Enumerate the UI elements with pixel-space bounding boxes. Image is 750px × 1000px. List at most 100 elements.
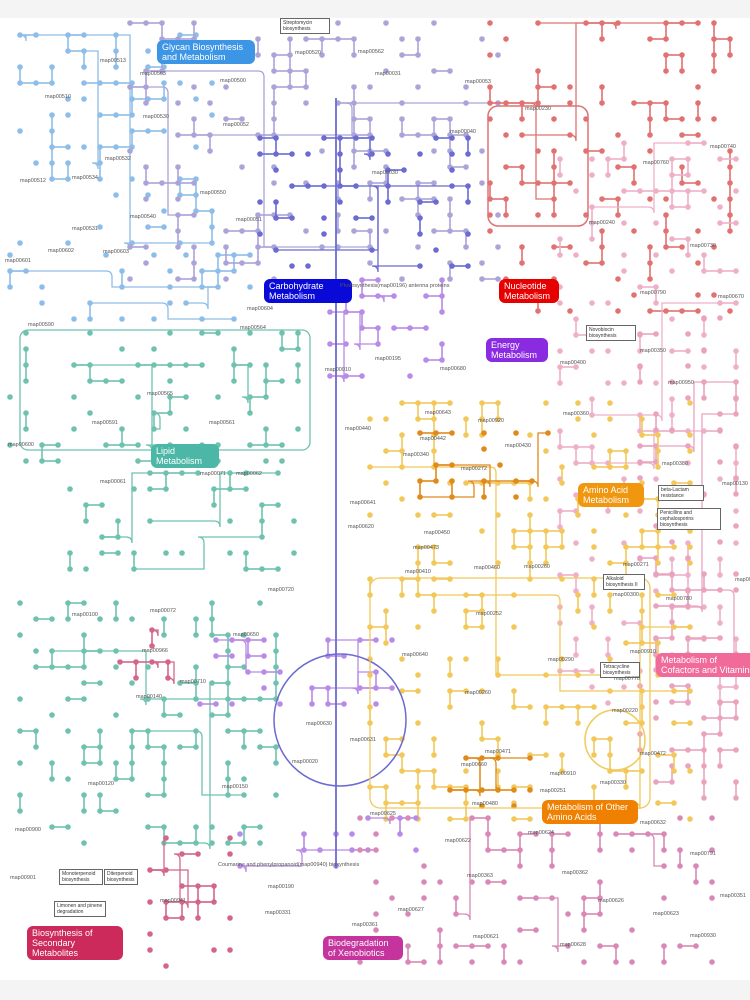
pathway-node [349, 831, 355, 837]
pathway-node [453, 943, 459, 949]
pathway-node [17, 792, 23, 798]
pathway-node [685, 699, 691, 705]
pathway-node [161, 744, 167, 750]
category-label: Metabolism of Cofactors and Vitamins [656, 653, 750, 677]
map-id-label: map00430 [505, 443, 531, 449]
pathway-node [261, 669, 267, 675]
pathway-node [679, 52, 685, 58]
pathway-edge [466, 757, 482, 791]
pathway-node [687, 432, 693, 438]
pathway-node [391, 293, 397, 299]
pathway-node [257, 151, 263, 157]
pathway-node [321, 231, 327, 237]
pathway-node [213, 637, 219, 643]
pathway-node [161, 224, 167, 230]
pathway-node [495, 244, 501, 250]
pathway-node [565, 831, 571, 837]
pathway-node [415, 624, 421, 630]
pathway-node [567, 244, 573, 250]
map-id-label: map00140 [136, 694, 162, 700]
pathway-node [119, 284, 125, 290]
pathway-node [263, 378, 269, 384]
pathway-node [733, 684, 739, 690]
map-id-label: map00471 [485, 749, 511, 755]
pathway-node [421, 959, 427, 965]
pathway-node [143, 180, 149, 186]
pathway-node [213, 653, 219, 659]
pathway-node [495, 656, 501, 662]
pathway-edge [632, 833, 664, 867]
pathway-node [581, 959, 587, 965]
pathway-node [639, 608, 645, 614]
pathway-node [479, 36, 485, 42]
pathway-node [663, 228, 669, 234]
pathway-node [273, 247, 279, 253]
pathway-node [583, 20, 589, 26]
pathway-node [487, 100, 493, 106]
pathway-node [81, 600, 87, 606]
pathway-node [337, 151, 343, 157]
pathway-node [247, 330, 253, 336]
pathway-node [289, 263, 295, 269]
pathway-node [437, 959, 443, 965]
pathway-node [623, 512, 629, 518]
pathway-node [113, 112, 119, 118]
pathway-node [49, 664, 55, 670]
pathway-node [335, 20, 341, 26]
pathway-node [557, 156, 563, 162]
pathway-node [367, 464, 373, 470]
pathway-node [55, 458, 61, 464]
pathway-node [479, 592, 485, 598]
pathway-node [685, 443, 691, 449]
pathway-node [327, 373, 333, 379]
pathway-node [727, 180, 733, 186]
pathway-node [709, 879, 715, 885]
pathway-node [175, 196, 181, 202]
pathway-node [463, 755, 469, 761]
pathway-node [463, 432, 469, 438]
pathway-node [399, 276, 405, 282]
pathway-node [447, 68, 453, 74]
pathway-node [717, 556, 723, 562]
pathway-node [597, 943, 603, 949]
pathway-node [495, 755, 501, 761]
pathway-node [701, 364, 707, 370]
pathway-node [271, 84, 277, 90]
pathway-node [695, 116, 701, 122]
pathway-node [573, 572, 579, 578]
map-id-label: map00591 [92, 420, 118, 426]
pathway-node [503, 212, 509, 218]
map-id-label: map00363 [467, 873, 493, 879]
pathway-node [615, 164, 621, 170]
pathway-node [149, 627, 155, 633]
pathway-node [685, 635, 691, 641]
pathway-node [113, 664, 119, 670]
pathway-node [257, 231, 263, 237]
category-label: Biodegradation of Xenobiotics [323, 936, 403, 960]
pathway-edge [146, 70, 370, 248]
pathway-node [229, 653, 235, 659]
pathway-node [81, 48, 87, 54]
pathway-node [103, 378, 109, 384]
pathway-node [589, 156, 595, 162]
map-id-label: map00600 [8, 442, 34, 448]
pathway-node [191, 244, 197, 250]
pathway-node [279, 346, 285, 352]
pathway-node [367, 84, 373, 90]
pathway-node [639, 624, 645, 630]
pathway-node [161, 616, 167, 622]
pathway-node [557, 348, 563, 354]
pathway-node [81, 808, 87, 814]
pathway-node [257, 696, 263, 702]
pathway-node [49, 616, 55, 622]
pathway-node [733, 587, 739, 593]
pathway-node [369, 215, 375, 221]
pathway-node [733, 795, 739, 801]
pathway-node [303, 68, 309, 74]
pathway-node [367, 228, 373, 234]
pathway-edge [74, 364, 218, 452]
pathway-node [447, 560, 453, 566]
pathway-node [259, 534, 265, 540]
pathway-node [431, 592, 437, 598]
pathway-node [119, 268, 125, 274]
